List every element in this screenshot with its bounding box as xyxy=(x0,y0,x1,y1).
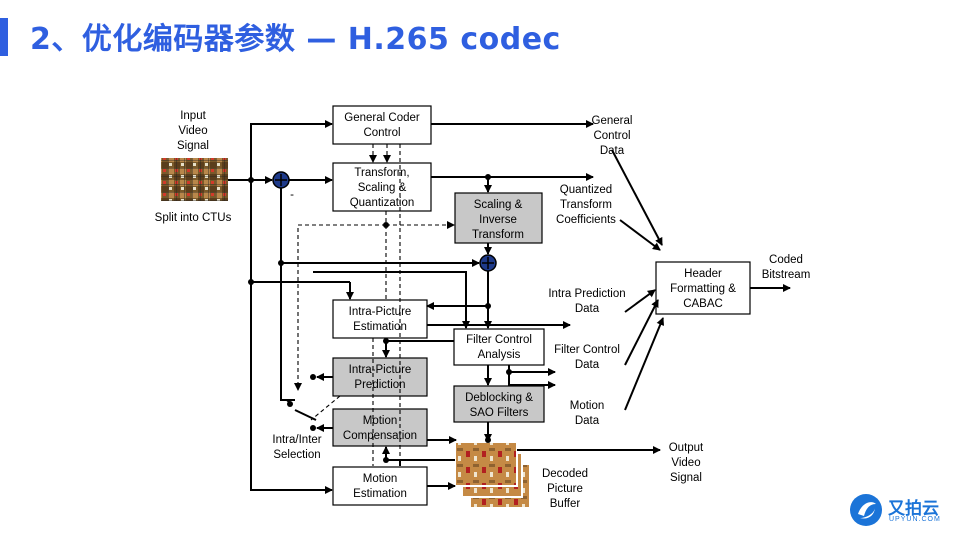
motion-est-label-1: Motion xyxy=(363,473,398,485)
output-video-label-3: Signal xyxy=(670,472,702,484)
header-label-2: Formatting & xyxy=(670,283,736,295)
intra-inter-label-2: Selection xyxy=(273,449,320,461)
input-video-label-2: Video xyxy=(178,125,207,137)
intra-inter-label-1: Intra/Inter xyxy=(272,434,321,446)
motion-comp-label-1: Motion xyxy=(363,415,398,427)
input-video-label-3: Signal xyxy=(177,140,209,152)
intra-pred-data-label-1: Intra Prediction xyxy=(548,288,625,300)
general-coder-label-2: Control xyxy=(363,127,400,139)
input-video-label-1: Input xyxy=(180,110,206,122)
decoded-buffer-label-2: Picture xyxy=(547,483,583,495)
deblocking-sao-filters-box xyxy=(453,385,545,423)
transform-label-3: Quantization xyxy=(350,197,415,209)
intra-picture-estimation-box xyxy=(332,299,428,339)
dpb-frame-front xyxy=(454,441,518,487)
intra-picture-prediction-box xyxy=(332,357,428,397)
ctu-grid-overlay xyxy=(161,158,228,201)
junction-dots xyxy=(248,174,512,463)
scaling-inverse-label-2: Inverse xyxy=(479,214,517,226)
logo-name: 又拍云 xyxy=(888,499,939,519)
add-node-cross xyxy=(482,257,494,269)
filter-ctrl-data-label-2: Data xyxy=(575,359,600,371)
motion-estimation-box xyxy=(332,466,428,506)
general-control-data-label-2: Control xyxy=(593,130,630,142)
intra-pred-label-2: Prediction xyxy=(354,379,405,391)
decoded-buffer-label-1: Decoded xyxy=(542,468,588,480)
header-label-1: Header xyxy=(684,268,722,280)
motion-compensation-box xyxy=(332,408,428,447)
general-control-data-label-3: Data xyxy=(600,145,625,157)
filter-ctrl-label-1: Filter Control xyxy=(466,334,532,346)
quantized-label-3: Coefficients xyxy=(556,214,616,226)
coded-bitstream-label-1: Coded xyxy=(769,254,803,266)
scaling-inverse-label-1: Scaling & xyxy=(474,199,523,211)
intra-pred-label-1: Intra-Picture xyxy=(349,364,412,376)
intra-est-label-1: Intra-Picture xyxy=(349,306,412,318)
motion-est-label-2: Estimation xyxy=(353,488,407,500)
header-label-3: CABAC xyxy=(683,298,723,310)
general-control-data-label-1: General xyxy=(592,115,633,127)
subtract-node-cross xyxy=(275,174,287,186)
motion-data-label-2: Data xyxy=(575,415,600,427)
transform-label-2: Scaling & xyxy=(358,182,407,194)
deblocking-label-1: Deblocking & xyxy=(465,392,533,404)
scaling-inverse-label-3: Transform xyxy=(472,229,524,241)
title-accent-bar xyxy=(0,18,8,56)
filter-control-analysis-box xyxy=(453,328,545,366)
transform-scaling-quantization-box xyxy=(332,162,432,212)
general-coder-label-1: General Coder xyxy=(344,112,420,124)
general-coder-control-box xyxy=(332,105,432,145)
motion-comp-label-2: Compensation xyxy=(343,430,417,442)
motion-data-label-1: Motion xyxy=(570,400,605,412)
quantized-label-2: Transform xyxy=(560,199,612,211)
quantized-label-1: Quantized xyxy=(560,184,612,196)
slide-title: 2、优化编码器参数 — H.265 codec xyxy=(30,22,561,57)
output-video-label-1: Output xyxy=(669,442,704,454)
split-ctu-label: Split into CTUs xyxy=(155,212,232,224)
upyun-logo-icon xyxy=(850,494,882,526)
deblocking-label-2: SAO Filters xyxy=(470,407,529,419)
coded-bitstream-label-2: Bitstream xyxy=(762,269,811,281)
transform-label-1: Transform, xyxy=(354,167,409,179)
output-video-label-2: Video xyxy=(671,457,700,469)
filter-ctrl-data-label-1: Filter Control xyxy=(554,344,620,356)
scaling-inverse-transform-box xyxy=(454,192,543,244)
intra-est-label-2: Estimation xyxy=(353,321,407,333)
logo-subtitle: UPYUN.COM xyxy=(889,516,941,523)
minus-sign: - xyxy=(290,189,294,201)
intra-pred-data-label-2: Data xyxy=(575,303,600,315)
filter-ctrl-label-2: Analysis xyxy=(478,349,521,361)
decoded-buffer-label-3: Buffer xyxy=(550,498,581,510)
